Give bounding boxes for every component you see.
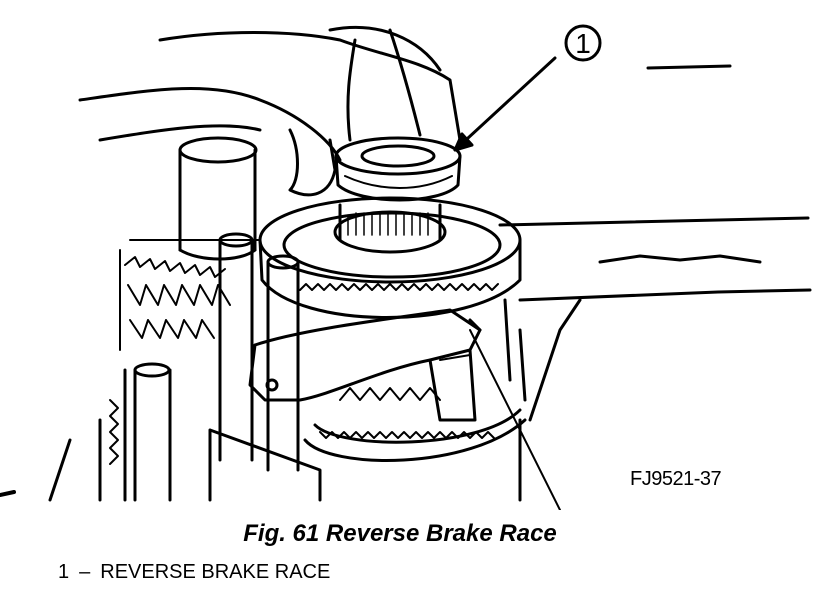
callout-1-circle: [564, 24, 602, 62]
legend-number: 1: [58, 561, 70, 583]
figure-code: FJ9521-37: [630, 468, 722, 490]
legend-separator: –: [79, 561, 91, 583]
callout-legend-item: 1 – REVERSE BRAKE RACE: [58, 561, 330, 584]
transmission-illustration: 1: [0, 24, 812, 510]
legend-label: REVERSE BRAKE RACE: [100, 561, 331, 583]
callout-1-number: 1: [575, 28, 591, 59]
figure-caption: Fig. 61 Reverse Brake Race: [243, 520, 557, 547]
